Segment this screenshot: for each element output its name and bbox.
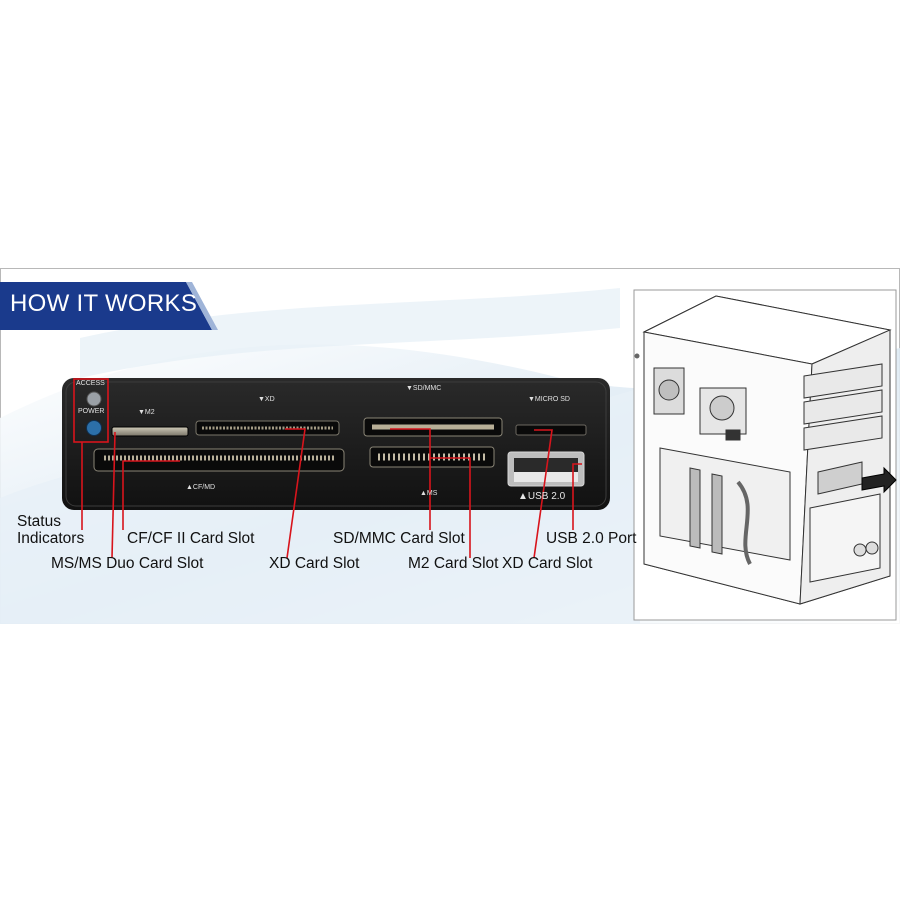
usb-label: ▲USB 2.0 [518, 491, 566, 502]
callout-xd-slot-right: XD Card Slot [502, 555, 593, 572]
callout-xd-slot-left: XD Card Slot [269, 555, 360, 572]
cf-md-label: ▲CF/MD [186, 484, 216, 491]
power-label: POWER [78, 408, 105, 415]
power-led [86, 420, 102, 436]
banner-shape [0, 282, 212, 330]
callout-ms-duo-slot: MS/MS Duo Card Slot [51, 555, 204, 572]
callout-lines [81, 428, 582, 559]
computer-tower-illustration [633, 289, 897, 621]
banner-title: HOW IT WORKS [10, 290, 198, 317]
callout-m2-slot: M2 Card Slot [408, 555, 499, 572]
xd-slot [195, 420, 340, 436]
ms-slot [369, 446, 495, 468]
access-led [86, 391, 102, 407]
callout-status-indicators-line2: Indicators [17, 530, 85, 547]
how-it-works-figure: HOW IT WORKS ACCESS POWER ▼M2 ▼XD ▼SD/MM… [0, 268, 900, 624]
callout-cf-slot: CF/CF II Card Slot [127, 530, 255, 547]
cf-slot [93, 448, 345, 472]
sd-mmc-label: ▼SD/MMC [406, 385, 442, 392]
card-reader-panel [62, 378, 610, 510]
m2-slot [111, 426, 189, 437]
banner-edge [186, 282, 218, 330]
background-wave-upper [80, 288, 620, 378]
ms-label: ▲MS [420, 490, 438, 497]
m2-label: ▼M2 [138, 409, 155, 416]
callout-sd-mmc-slot: SD/MMC Card Slot [333, 530, 465, 547]
callout-usb-port: USB 2.0 Port [546, 530, 637, 547]
figure-artwork [0, 268, 900, 624]
callout-status-indicators-line1: Status [17, 513, 61, 530]
xd-label: ▼XD [258, 396, 275, 403]
status-indicators-box [73, 378, 109, 443]
access-label: ACCESS [76, 380, 105, 387]
micro-sd-label: ▼MICRO SD [528, 396, 570, 403]
